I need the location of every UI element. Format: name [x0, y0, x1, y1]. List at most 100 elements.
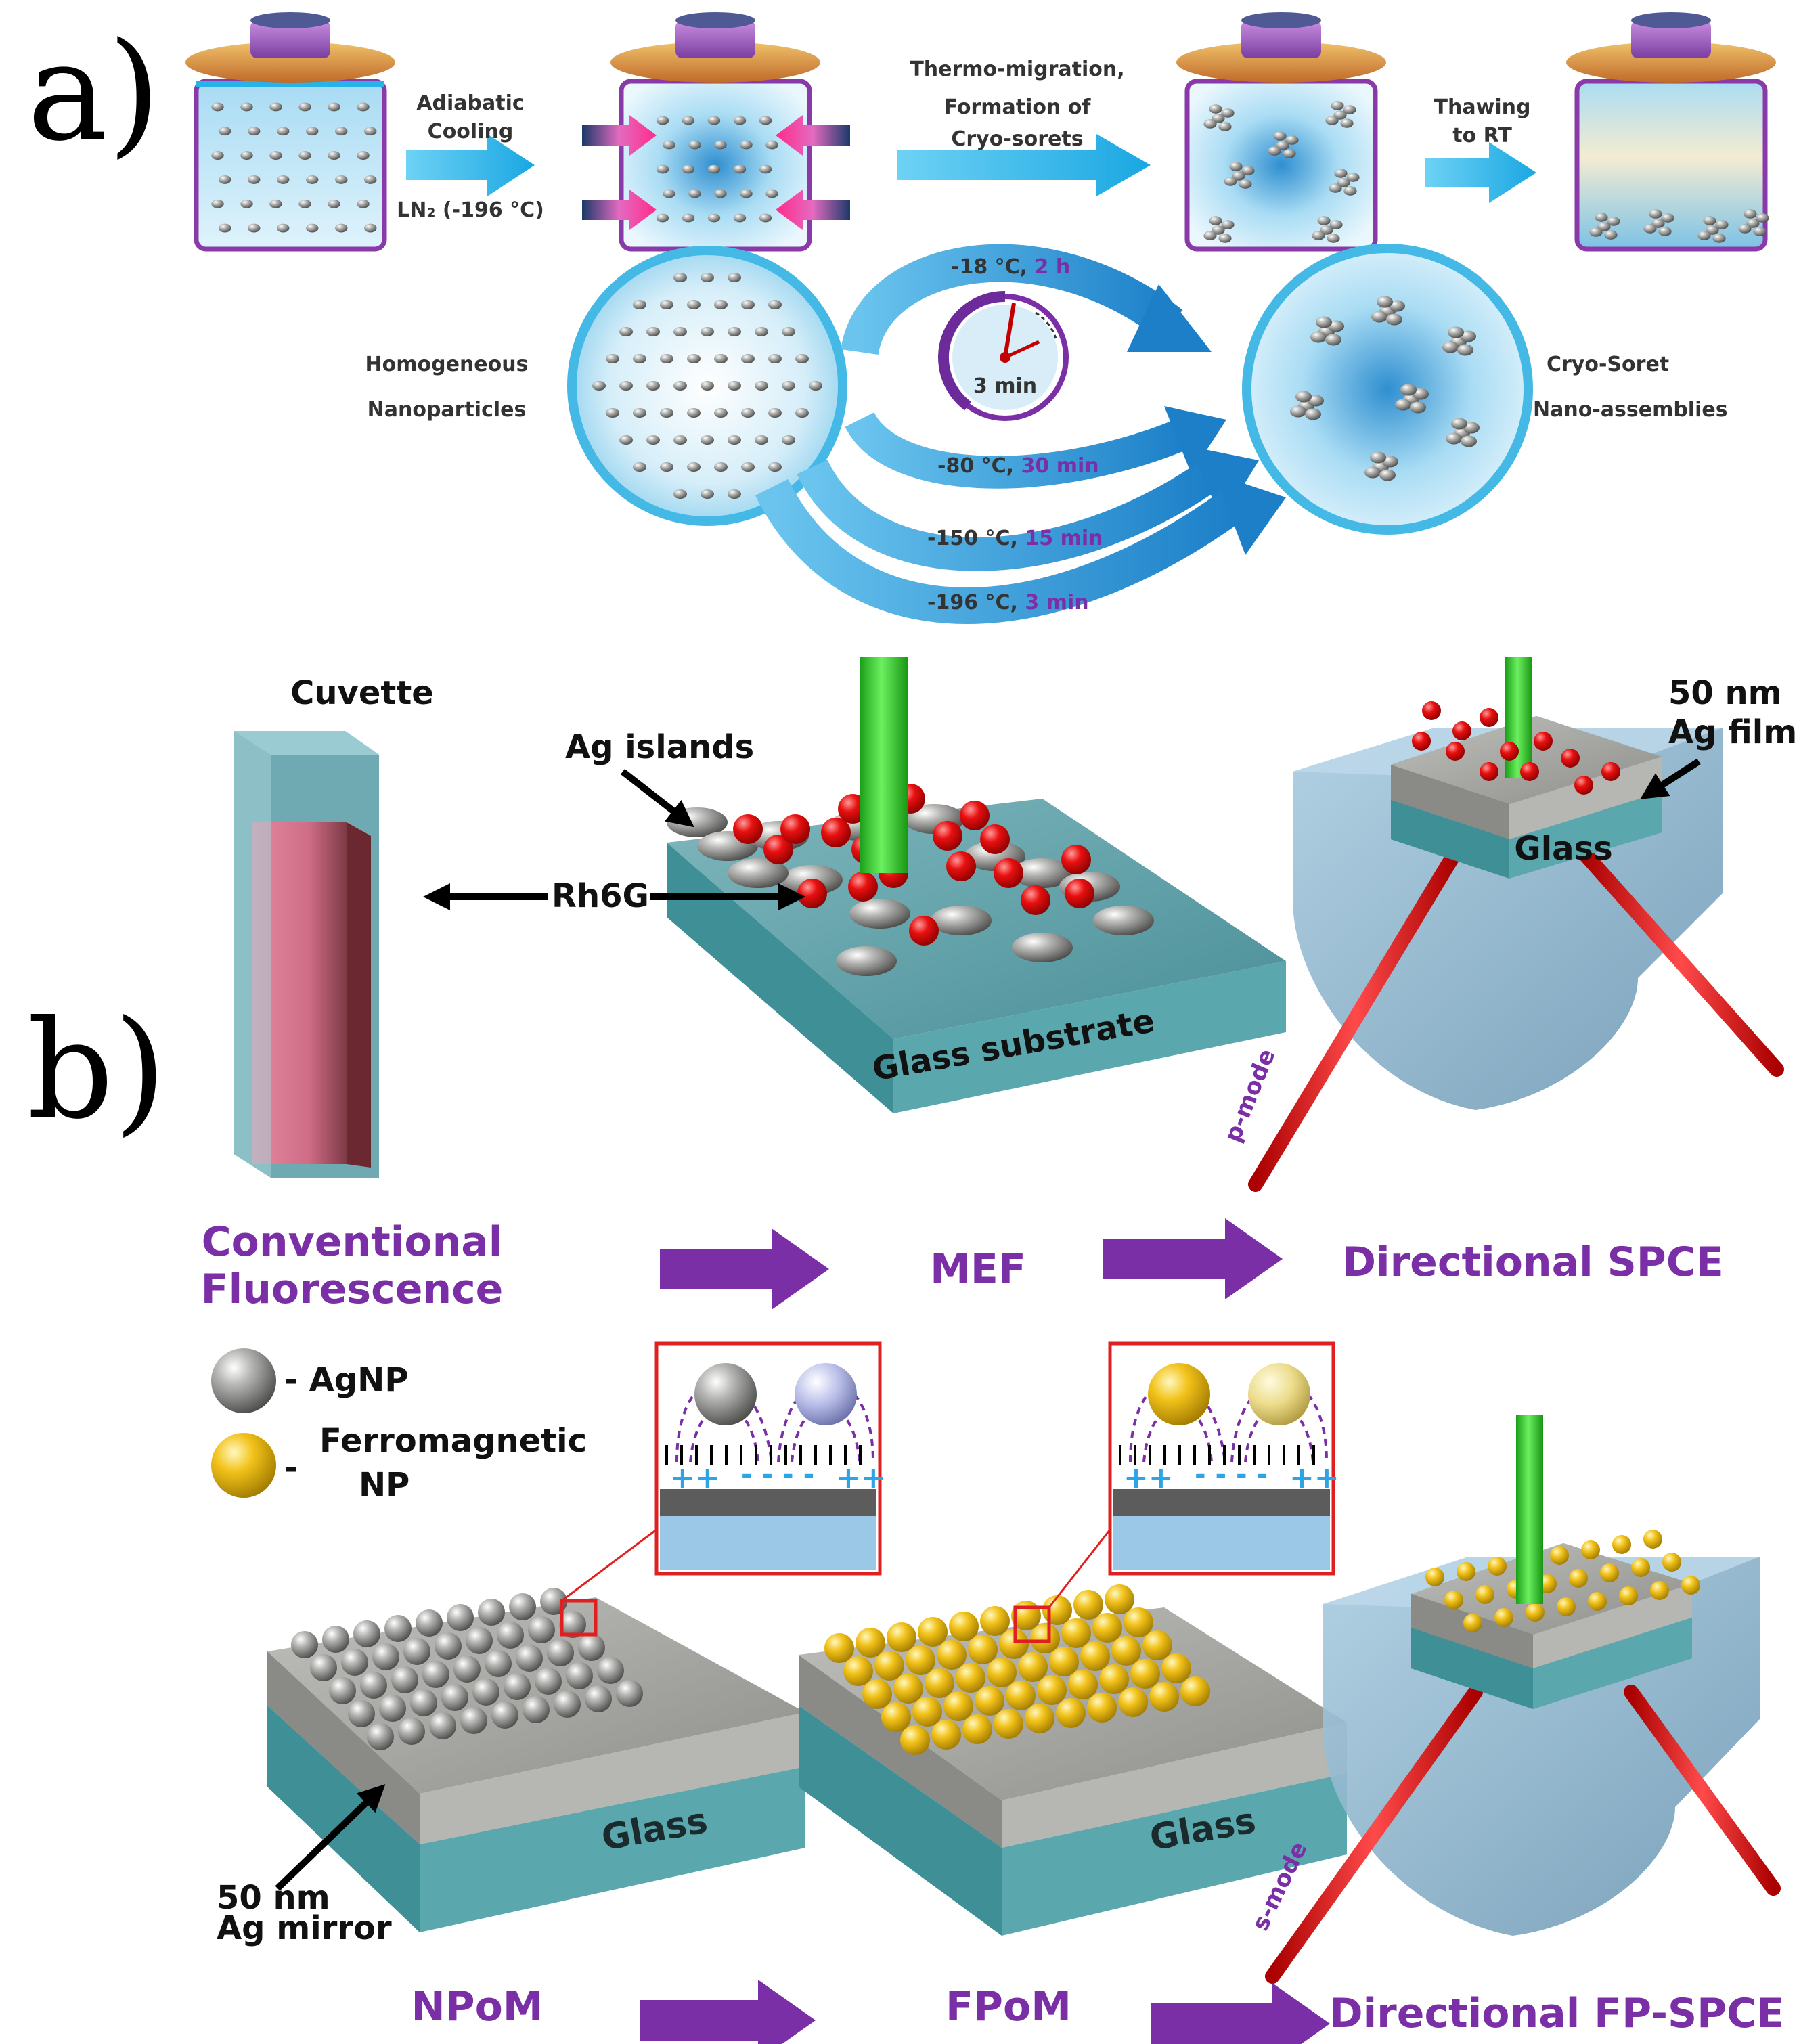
array-particle: [466, 1627, 493, 1654]
nanoparticle: [809, 381, 822, 391]
nanoparticle: [741, 408, 755, 418]
nanoparticle: [646, 381, 660, 391]
dye-molecule: [1601, 762, 1620, 781]
cluster-particle: [1329, 220, 1343, 229]
jar-3: [1176, 12, 1386, 252]
cluster-particle: [1337, 178, 1350, 187]
rh6g-molecule: [821, 818, 851, 847]
nanoparticle: [795, 408, 809, 418]
rh6g-label: Rh6G: [552, 877, 649, 915]
ag-island: [1012, 933, 1073, 962]
cluster-particle: [1371, 311, 1387, 323]
array-particle: [1118, 1687, 1148, 1717]
cluster-particle: [1649, 209, 1662, 219]
array-particle: [1099, 1664, 1129, 1694]
array-particle: [1681, 1576, 1700, 1595]
p-mode-red-beam-left: [1248, 845, 1463, 1192]
rh6g-molecule: [960, 801, 990, 830]
conventional-label-1: Conventional: [202, 1218, 503, 1266]
nanoparticle: [782, 327, 795, 336]
array-particle: [1092, 1613, 1122, 1643]
npom-agnp-array: [291, 1588, 643, 1750]
legend-ferro-label-2: NP: [359, 1466, 409, 1504]
nanoparticle: [673, 381, 687, 391]
array-particle: [1142, 1630, 1172, 1660]
array-particle: [1161, 1653, 1191, 1683]
array-particle: [1631, 1558, 1650, 1577]
array-particle: [931, 1720, 961, 1750]
nanoparticle: [211, 151, 224, 160]
cluster-particle: [1460, 330, 1476, 342]
array-particle: [379, 1695, 406, 1722]
cluster-particle: [1241, 166, 1255, 175]
array-particle: [1526, 1603, 1545, 1622]
array-particle: [578, 1634, 605, 1661]
inset2-plus-left: ++: [1124, 1461, 1174, 1495]
array-particle: [918, 1617, 948, 1647]
inset2-plus-right: ++: [1289, 1461, 1339, 1495]
legend-ferro-dash: -: [284, 1449, 298, 1487]
nanoparticle: [755, 327, 768, 336]
route-label-3: -150 °C, 15 min: [927, 527, 1103, 550]
cluster-particle: [1643, 224, 1657, 234]
nanoparticle: [606, 408, 619, 418]
nanoparticle: [701, 435, 714, 445]
array-particle: [391, 1666, 418, 1693]
cluster-particle: [1597, 222, 1611, 231]
nanoparticle: [660, 462, 673, 472]
cluster-particle: [1285, 135, 1299, 145]
dye-molecule: [1480, 708, 1498, 727]
cluster-particle: [1658, 227, 1672, 236]
array-particle: [1030, 1624, 1060, 1653]
array-particle: [1488, 1557, 1507, 1576]
array-particle: [1643, 1530, 1662, 1549]
array-particle: [962, 1714, 992, 1744]
pink-arrow-bl: [582, 190, 657, 230]
nanoparticle: [269, 199, 282, 208]
array-particle: [937, 1640, 967, 1670]
inset-agnp: ++ - - - - ++: [654, 1341, 886, 1576]
nanoparticle: [795, 354, 809, 363]
dye-molecule: [1422, 701, 1441, 720]
pink-arrow-tl: [582, 115, 657, 156]
cluster-particle: [1446, 432, 1462, 445]
nanoparticle: [646, 435, 660, 445]
nanoparticle: [755, 435, 768, 445]
nanoparticle: [306, 127, 319, 136]
array-particle: [597, 1657, 624, 1684]
nanoparticle: [663, 189, 675, 198]
spce-s-mode: [1265, 1415, 1781, 1984]
route-arrow-3: [797, 459, 1222, 571]
route-label-2: -80 °C, 30 min: [937, 454, 1099, 478]
cluster-particle: [1595, 213, 1608, 222]
cluster-particle: [1312, 231, 1325, 240]
cluster-particle: [1221, 108, 1235, 118]
array-particle: [874, 1651, 904, 1681]
nanoparticle: [759, 164, 772, 174]
arrow1-label-2: Cooling: [428, 120, 514, 143]
array-particle: [566, 1662, 593, 1689]
panel-a-label: a): [27, 14, 160, 171]
nanoparticle: [740, 189, 753, 198]
cluster-particle: [1753, 227, 1767, 236]
array-particle: [843, 1656, 873, 1686]
route-label-1: -18 °C, 2 h: [951, 255, 1070, 279]
nanoparticle: [663, 140, 675, 150]
array-particle: [1006, 1681, 1036, 1710]
arrow2-label-1: Thermo-migration,: [910, 58, 1124, 81]
cryo-soret-label-2: Nano-assemblies: [1533, 398, 1728, 422]
array-particle: [900, 1725, 930, 1755]
array-particle: [1463, 1614, 1482, 1632]
nanoparticle: [782, 435, 795, 445]
array-particle: [980, 1606, 1010, 1636]
nanoparticle: [687, 354, 701, 363]
homogeneous-nanoparticles: [592, 273, 822, 499]
legend-agnp-sphere: [211, 1348, 276, 1413]
nanoparticle: [656, 213, 669, 223]
pink-arrow-tr: [776, 115, 850, 156]
nanoparticle: [656, 116, 669, 125]
legend-agnp-label: - AgNP: [284, 1361, 409, 1399]
nanoparticle: [248, 223, 261, 233]
